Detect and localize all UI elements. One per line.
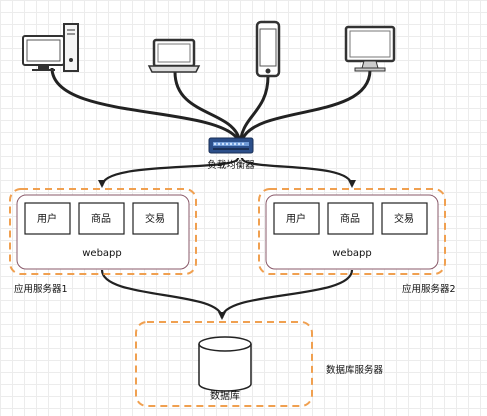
server2-module-user: 用户 xyxy=(286,212,306,225)
server1-module-trade: 交易 xyxy=(145,212,165,225)
db-connections xyxy=(100,269,354,320)
database-server xyxy=(135,321,313,407)
database-server-label: 数据库服务器 xyxy=(326,364,384,376)
app-server-2 xyxy=(258,188,446,275)
connector-server2-db xyxy=(220,269,354,319)
connector-laptop xyxy=(173,71,241,139)
server1-module-product: 商品 xyxy=(91,212,111,225)
server2-name: 应用服务器2 xyxy=(402,283,456,295)
laptop-icon xyxy=(147,38,201,73)
connector-phone xyxy=(239,75,270,139)
client-connections xyxy=(50,67,372,140)
lb-connections xyxy=(98,156,356,188)
load-balancer-label: 负载均衡器 xyxy=(207,159,255,171)
database-icon xyxy=(198,336,252,392)
connector-lb-server2 xyxy=(240,157,356,188)
server2-webapp-label: webapp xyxy=(332,248,372,259)
app-server-1 xyxy=(9,188,197,275)
connector-lb-server1 xyxy=(98,156,240,188)
connector-desktop xyxy=(50,67,239,140)
smartphone-icon xyxy=(255,20,281,78)
database-label: 数据库 xyxy=(210,389,240,402)
connector-monitor xyxy=(241,69,372,139)
server2-module-trade: 交易 xyxy=(394,212,414,225)
server1-name: 应用服务器1 xyxy=(14,283,68,295)
desktop-computer-icon xyxy=(22,23,79,72)
server1-module-user: 用户 xyxy=(37,212,57,225)
monitor-icon xyxy=(344,25,396,72)
connector-server1-db xyxy=(100,269,226,320)
load-balancer xyxy=(208,137,254,154)
server1-webapp-label: webapp xyxy=(82,248,122,259)
server2-module-product: 商品 xyxy=(340,212,360,225)
